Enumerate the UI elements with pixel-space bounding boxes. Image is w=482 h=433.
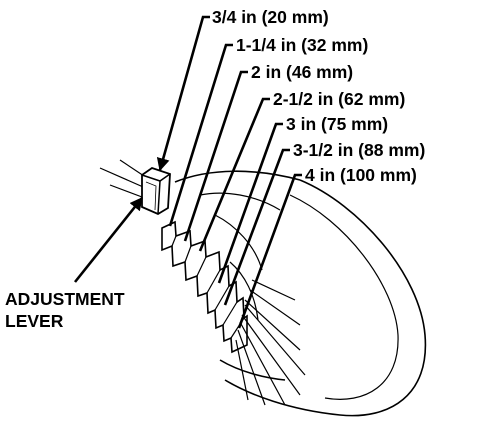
- hub-bottom: [219, 359, 286, 381]
- hub-arc-inner: [229, 261, 259, 321]
- leader-1-1-4-in: [168, 43, 233, 227]
- leader-2-in: [183, 70, 248, 242]
- height-label-3-in: 3 in (75 mm): [286, 114, 388, 134]
- height-label-3-4-in: 3/4 in (20 mm): [212, 7, 329, 27]
- adjustment-lever-label-line2: LEVER: [5, 311, 64, 331]
- height-labels: 3/4 in (20 mm) 1-1/4 in (32 mm) 2 in (46…: [212, 7, 425, 185]
- height-label-2-1-2-in: 2-1/2 in (62 mm): [273, 89, 405, 109]
- lever-knob: [141, 167, 171, 216]
- leader-adjustment-lever: [73, 196, 144, 283]
- height-label-4-in: 4 in (100 mm): [305, 165, 417, 185]
- rim-outer: [199, 192, 281, 211]
- height-label-3-1-2-in: 3-1/2 in (88 mm): [293, 140, 425, 160]
- hub-arc: [214, 214, 263, 271]
- height-bracket: [161, 220, 248, 354]
- leader-3-1-2-in: [223, 148, 290, 306]
- tire-outer-edge: [224, 179, 427, 417]
- wheel: [174, 170, 427, 417]
- leader-3-4-in: [156, 15, 210, 172]
- leader-4-in: [237, 173, 302, 329]
- bracket-notch-marks: [171, 235, 245, 339]
- leader-3-in: [217, 122, 283, 284]
- tire-tread-line: [289, 194, 399, 400]
- adjustment-lever-label-line1: ADJUSTMENT: [5, 289, 125, 309]
- tire-top-edge: [174, 170, 301, 183]
- height-label-1-1-4-in: 1-1/4 in (32 mm): [236, 35, 368, 55]
- height-label-2-in: 2 in (46 mm): [251, 62, 353, 82]
- leader-2-1-2-in: [198, 97, 270, 252]
- leader-lines: [73, 15, 302, 329]
